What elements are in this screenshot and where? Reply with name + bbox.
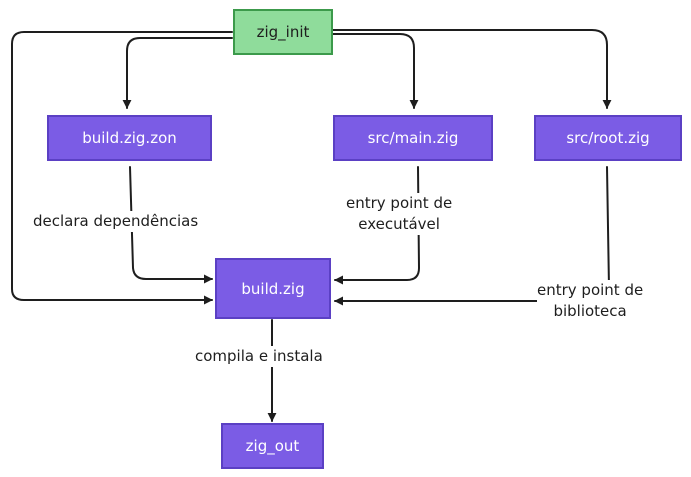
label-entry-lib-line1: entry point de (537, 281, 644, 299)
label-declara-dependencias: declara dependências (33, 211, 199, 232)
edge-main-to-build (334, 166, 420, 285)
node-src-root-zig: src/root.zig (534, 115, 682, 161)
node-zig-init: zig_init (233, 9, 333, 55)
label-entry-exe-line1: entry point de (346, 194, 453, 212)
node-src-main-zig: src/main.zig (333, 115, 493, 161)
label-entry-point-executavel: entry point de executável (346, 193, 453, 235)
node-build-zig: build.zig (215, 258, 331, 319)
edge-init-to-root (332, 29, 612, 109)
node-zig-out: zig_out (221, 423, 324, 469)
label-entry-exe-line2: executável (358, 215, 440, 233)
edge-zon-to-build (129, 166, 213, 284)
label-compila-e-instala: compila e instala (195, 346, 323, 367)
edge-init-to-build (11, 31, 233, 305)
node-build-zig-zon: build.zig.zon (47, 115, 212, 161)
label-entry-lib-line2: biblioteca (553, 302, 627, 320)
label-entry-point-biblioteca: entry point de biblioteca (537, 280, 644, 322)
edge-init-to-main (332, 33, 419, 109)
edge-init-to-zon (122, 37, 233, 109)
